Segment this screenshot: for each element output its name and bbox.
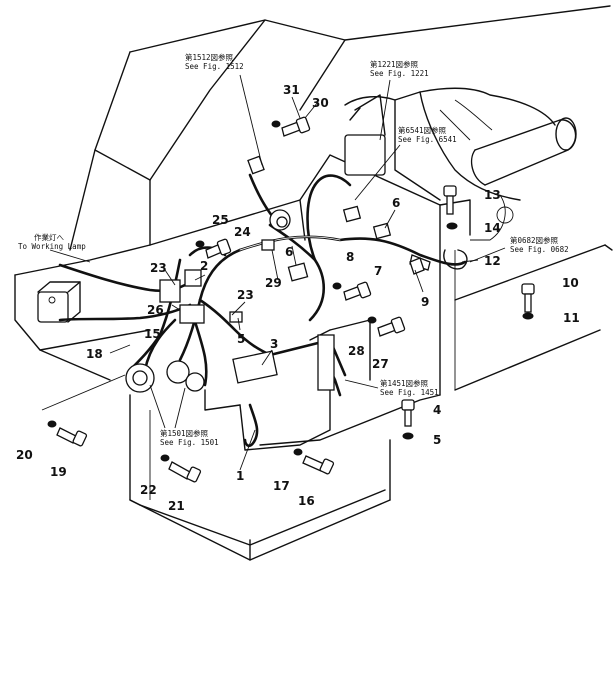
callout-19: 19 (50, 465, 67, 479)
callout-25: 25 (212, 213, 229, 227)
engine-assembly (344, 87, 577, 241)
battery (37, 281, 81, 323)
callout-27: 27 (372, 357, 389, 371)
callout-13: 13 (484, 188, 501, 202)
figure-references: 第1512図参照 See Fig. 1512 第1221図参照 See Fig.… (18, 52, 569, 447)
callout-18: 18 (86, 347, 103, 361)
ref-6541-en: See Fig. 6541 (398, 135, 457, 144)
callout-9: 9 (421, 295, 429, 309)
callout-6b: 6 (392, 196, 400, 210)
ref-1221-en: See Fig. 1221 (370, 69, 429, 78)
ref-1501-en: See Fig. 1501 (160, 438, 219, 447)
ref-1512-jp: 第1512図参照 (185, 52, 234, 62)
ref-0682-en: See Fig. 0682 (510, 245, 569, 254)
callout-15: 15 (144, 327, 161, 341)
ref-1451-en: See Fig. 1451 (380, 388, 439, 397)
callout-10: 10 (562, 276, 579, 290)
leader-lines (41, 74, 506, 500)
callout-17: 17 (273, 479, 290, 493)
ref-working-lamp-en: To Working Lamp (18, 242, 86, 251)
callout-26: 26 (147, 303, 164, 317)
callout-14: 14 (484, 221, 501, 235)
callout-28: 28 (348, 344, 365, 358)
callout-20: 20 (16, 448, 33, 462)
callout-7: 7 (374, 264, 382, 278)
ref-1451-jp: 第1451図参照 (380, 378, 429, 388)
horn-assemblies (125, 209, 291, 393)
callout-30: 30 (312, 96, 329, 110)
connectors (159, 155, 431, 391)
callout-2: 2 (200, 259, 208, 273)
callout-5a: 5 (237, 332, 245, 346)
callout-8: 8 (346, 250, 354, 264)
callout-29: 29 (265, 276, 282, 290)
callout-12: 12 (484, 254, 501, 268)
ref-1501-jp: 第1501図参照 (160, 428, 209, 438)
callout-22: 22 (140, 483, 157, 497)
ref-0682-jp: 第0682図参照 (510, 235, 559, 245)
callout-11: 11 (563, 311, 580, 325)
ref-1221-jp: 第1221図参照 (370, 59, 419, 69)
callout-16: 16 (298, 494, 315, 508)
callout-numbers: 1 2 3 4 5 5 6 6 7 8 9 10 11 12 13 14 15 … (16, 83, 580, 513)
callout-23a: 23 (150, 261, 167, 275)
callout-5b: 5 (433, 433, 441, 447)
callout-3: 3 (270, 337, 278, 351)
ref-working-lamp-jp: 作業灯へ (34, 232, 64, 242)
callout-1: 1 (236, 469, 244, 483)
callout-6a: 6 (285, 245, 293, 259)
callout-31: 31 (283, 83, 300, 97)
callout-21: 21 (168, 499, 185, 513)
bolts-and-washers (47, 116, 535, 483)
callout-23b: 23 (237, 288, 254, 302)
machine-body-outline (14, 5, 613, 561)
callout-24: 24 (234, 225, 251, 239)
ref-1512-en: See Fig. 1512 (185, 62, 244, 71)
callout-4: 4 (433, 403, 441, 417)
ref-6541-jp: 第6541図参照 (398, 125, 447, 135)
